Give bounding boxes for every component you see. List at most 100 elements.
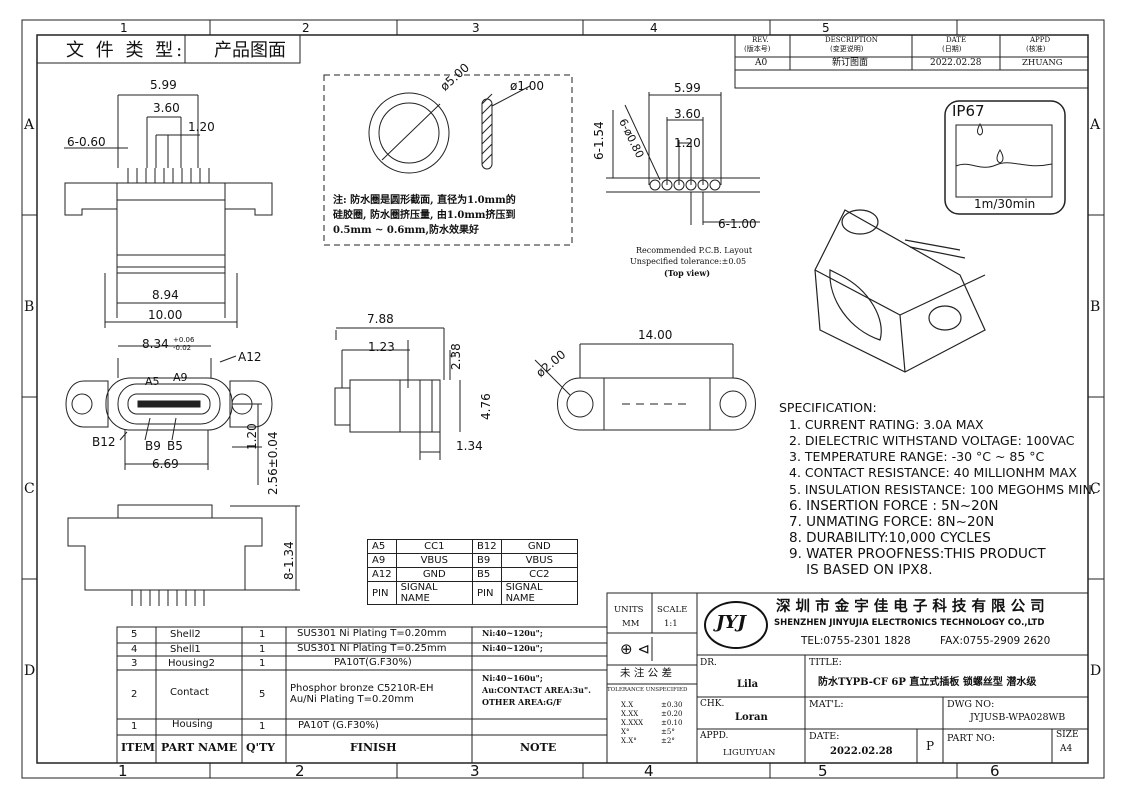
- pin-row: A5 CC1 B12 GND: [367, 539, 579, 554]
- dim-front-1000: 10.00: [148, 308, 183, 322]
- bom-finish-3: PA10T(G.F30%): [334, 657, 412, 668]
- pin-cell: VBUS: [500, 553, 579, 568]
- date-label-tb: DATE:: [809, 731, 840, 742]
- bom-note-2b: Au:CONTACT AREA:3u".: [482, 685, 591, 695]
- title-block: [606, 592, 1089, 764]
- bom-header-name: PART NAME: [161, 741, 238, 754]
- zone-bottom-2: 2: [295, 762, 305, 780]
- dim-pcb-360: 3.60: [674, 107, 701, 121]
- bom-qty-2: 5: [259, 689, 266, 700]
- part-no-label: PART NO:: [947, 733, 996, 744]
- pin-header: SIGNAL NAME: [395, 581, 473, 605]
- dim-side-476: 4.76: [479, 393, 493, 420]
- bom-qty-5: 1: [259, 629, 266, 640]
- bom-name-1: Housing: [172, 719, 213, 730]
- company-name-en: SHENZHEN JINYUJIA ELECTRONICS TECHNOLOGY…: [774, 618, 1045, 628]
- company-tel: TEL:0755-2301 1828: [801, 635, 911, 647]
- bom-name-4: Shell1: [170, 644, 201, 655]
- dim-face-120: 1.20: [245, 423, 259, 450]
- bom-finish-1: PA10T (G.F30%): [298, 720, 379, 731]
- dim-front-060: 6-0.60: [67, 135, 106, 149]
- appd-value-tb: LIGUIYUAN: [723, 748, 776, 758]
- dim-pcb-100: 6-1.00: [718, 217, 757, 231]
- dim-front-599: 5.99: [150, 78, 177, 92]
- face-view: [65, 345, 273, 485]
- zone-top-1: 1: [120, 21, 128, 35]
- top-view: [534, 343, 756, 431]
- spec-item-9-cont: IS BASED ON IPX8.: [789, 562, 933, 578]
- label-b5: B5: [167, 439, 183, 453]
- zone-top-4: 4: [650, 21, 658, 35]
- zone-right-a: A: [1090, 117, 1101, 133]
- spec-item-6: 6. INSERTION FORCE : 5N~20N: [789, 498, 999, 514]
- tolerance-key: X.XX: [621, 710, 639, 718]
- zone-left-d: D: [24, 663, 36, 679]
- ip-badge-caption: 1m/30min: [974, 197, 1036, 211]
- bom-qty-1: 1: [259, 721, 266, 732]
- bom-finish-2: Phosphor bronze C5210R-EH: [290, 683, 434, 694]
- pin-cell: B9: [471, 553, 502, 568]
- oring-note-line2: 硅胶圈, 防水圈挤压量, 由1.0mm挤压到: [333, 210, 516, 221]
- pin-cell: B5: [471, 567, 502, 582]
- bom-header-item: ITEM: [121, 741, 155, 754]
- bom-qty-4: 1: [259, 644, 266, 655]
- dr-value: Lila: [737, 679, 759, 690]
- doc-type-label: 文 件 类 型:: [66, 40, 186, 61]
- bom-finish-4: SUS301 Ni Plating T=0.25mm: [297, 643, 447, 654]
- label-b12: B12: [92, 435, 116, 449]
- pin-cell: CC1: [395, 539, 473, 554]
- zone-bottom-5: 5: [818, 762, 828, 780]
- tolerance-value: ±5°: [661, 728, 675, 736]
- pin-cell: A9: [367, 553, 397, 568]
- rev-value: A0: [755, 58, 768, 68]
- pin-row: A9 VBUS B9 VBUS: [367, 553, 579, 568]
- bom-note-2: Ni:40~160u";: [482, 673, 543, 683]
- bom-item-5: 5: [131, 629, 138, 640]
- dim-front-360: 3.60: [153, 101, 180, 115]
- pin-header: SIGNAL NAME: [500, 581, 579, 605]
- oring-note-line3: 0.5mm ~ 0.6mm,防水效果好: [333, 225, 479, 236]
- appd-header: APPD: [1030, 36, 1051, 44]
- dim-side-238: 2.38: [449, 343, 463, 370]
- dr-label: DR.: [700, 658, 717, 668]
- spec-item-5: 5. INSULATION RESISTANCE: 100 MEGOHMS MI…: [789, 482, 1096, 497]
- material-label: MAT'L:: [809, 699, 844, 710]
- tolerance-key: X.XXX: [621, 719, 644, 727]
- bom-header-qty: Q'TY: [246, 741, 275, 754]
- bom-qty-3: 1: [259, 658, 266, 669]
- tolerance-subtitle: TOLERANCE UNSPECIFIED: [607, 687, 688, 693]
- pin-header-row: PIN SIGNAL NAME PIN SIGNAL NAME: [367, 581, 579, 605]
- pin-cell: A12: [367, 567, 397, 582]
- pin-cell: GND: [500, 539, 579, 554]
- dim-face-834-tol-dn: -0.02: [173, 344, 192, 352]
- date-value-tb: 2022.02.28: [830, 746, 893, 757]
- tolerance-value: ±0.30: [661, 701, 683, 709]
- label-a5: A5: [145, 375, 160, 388]
- dim-pcb-599: 5.99: [674, 81, 701, 95]
- pin-cell: GND: [395, 567, 473, 582]
- zone-top-2: 2: [302, 21, 310, 35]
- pcb-caption-2: Unspecified tolerance:±0.05: [630, 257, 747, 266]
- zone-right-d: D: [1090, 663, 1102, 679]
- dim-top-1400: 14.00: [638, 328, 673, 342]
- bom-item-3: 3: [131, 658, 138, 669]
- bom-name-2: Contact: [170, 687, 209, 698]
- scale-value: 1:1: [664, 619, 678, 629]
- dim-face-834-tol-up: +0.06: [173, 336, 195, 344]
- tolerance-key: X.X°: [621, 737, 637, 745]
- outer-frame: [21, 19, 1105, 779]
- appd-value: ZHUANG: [1022, 58, 1063, 68]
- bottom-view: [67, 504, 300, 606]
- front-view: [64, 94, 273, 328]
- oring-note-line1: 注: 防水圈是圆形截面, 直径为1.0mm的: [333, 195, 516, 206]
- chk-value: Loran: [735, 712, 768, 723]
- units-value: MM: [622, 619, 640, 629]
- dim-side-134: 1.34: [456, 439, 483, 453]
- projection-symbol-icon: ⊕ ⊲: [620, 640, 650, 658]
- bom-finish-5: SUS301 Ni Plating T=0.20mm: [297, 628, 447, 639]
- bom-item-2: 2: [131, 689, 138, 700]
- label-a9: A9: [173, 371, 188, 384]
- units-label: UNITS: [614, 605, 644, 615]
- rev-header-cn: (版本号): [744, 45, 771, 53]
- bom-finish-2b: Au/Ni Plating T=0.20mm: [290, 694, 414, 705]
